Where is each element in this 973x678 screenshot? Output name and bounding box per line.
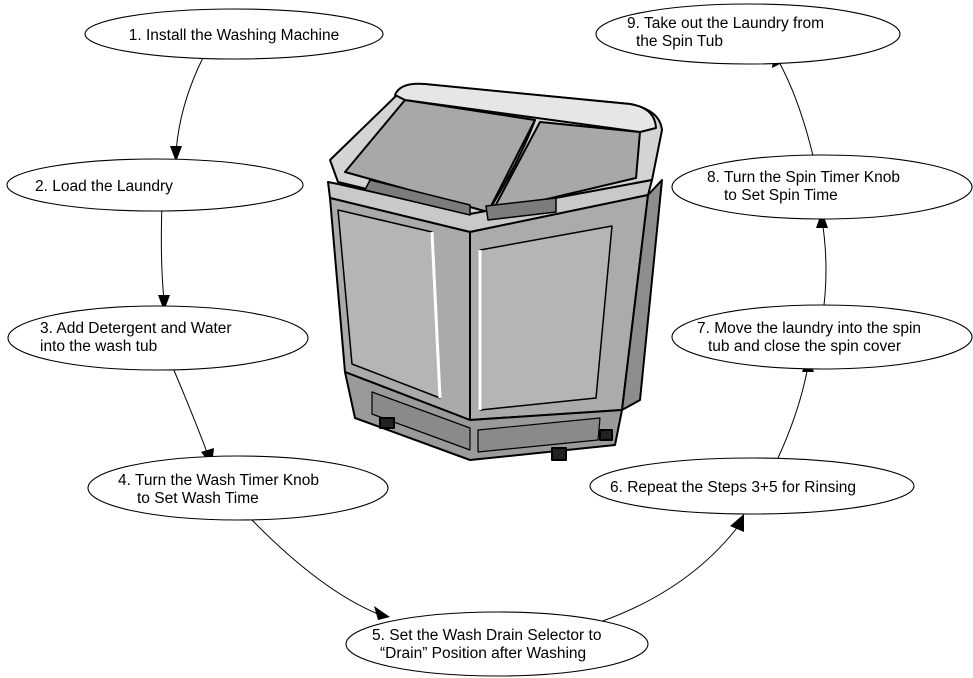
step-2: 2. Load the Laundry xyxy=(6,158,304,212)
arrow-3-to-4 xyxy=(172,367,209,456)
step-9-line-2: the Spin Tub xyxy=(636,33,723,50)
step-4-line-2: to Set Wash Time xyxy=(137,490,259,507)
step-4: 4. Turn the Wash Timer Knob to Set Wash … xyxy=(87,455,389,521)
step-8-line-2: to Set Spin Time xyxy=(724,187,838,204)
flow-arrows xyxy=(158,47,828,623)
step-9-line-1: 9. Take out the Laundry from xyxy=(627,15,824,32)
step-3: 3. Add Detergent and Water into the wash… xyxy=(7,305,309,371)
step-9: 9. Take out the Laundry from the Spin Tu… xyxy=(595,3,901,65)
step-6-line-1: 6. Repeat the Steps 3+5 for Rinsing xyxy=(610,479,856,496)
step-7-line-2: tub and close the spin cover xyxy=(708,338,901,355)
step-6: 6. Repeat the Steps 3+5 for Rinsing xyxy=(589,457,915,515)
step-1: 1. Install the Washing Machine xyxy=(84,8,384,60)
arrow-5-to-6 xyxy=(599,523,741,623)
arrowhead-icon xyxy=(730,514,744,532)
step-4-line-1: 4. Turn the Wash Timer Knob xyxy=(118,472,319,489)
step-3-line-2: into the wash tub xyxy=(40,338,157,355)
step-8: 8. Turn the Spin Timer Knob to Set Spin … xyxy=(671,154,973,220)
step-5-line-2: “Drain” Position after Washing xyxy=(380,645,586,662)
arrow-6-to-7 xyxy=(777,365,809,459)
arrowhead-icon xyxy=(374,606,390,620)
arrowhead-icon xyxy=(170,146,182,162)
step-7: 7. Move the laundry into the spin tub an… xyxy=(671,304,973,370)
step-7-line-1: 7. Move the laundry into the spin xyxy=(697,320,921,337)
step-5-line-1: 5. Set the Wash Drain Selector to xyxy=(372,627,601,644)
twin-tub-washing-machine-icon xyxy=(327,82,663,461)
arrow-1-to-2 xyxy=(175,47,209,153)
step-8-line-1: 8. Turn the Spin Timer Knob xyxy=(707,169,900,186)
step-5: 5. Set the Wash Drain Selector to “Drain… xyxy=(345,611,649,677)
step-3-line-1: 3. Add Detergent and Water xyxy=(40,320,232,337)
arrow-8-to-9 xyxy=(777,59,815,161)
step-1-line-1: 1. Install the Washing Machine xyxy=(129,27,340,44)
arrow-4-to-5 xyxy=(249,517,379,615)
step-2-line-1: 2. Load the Laundry xyxy=(35,178,173,195)
arrowhead-icon xyxy=(158,295,170,311)
arrow-2-to-3 xyxy=(160,203,165,301)
